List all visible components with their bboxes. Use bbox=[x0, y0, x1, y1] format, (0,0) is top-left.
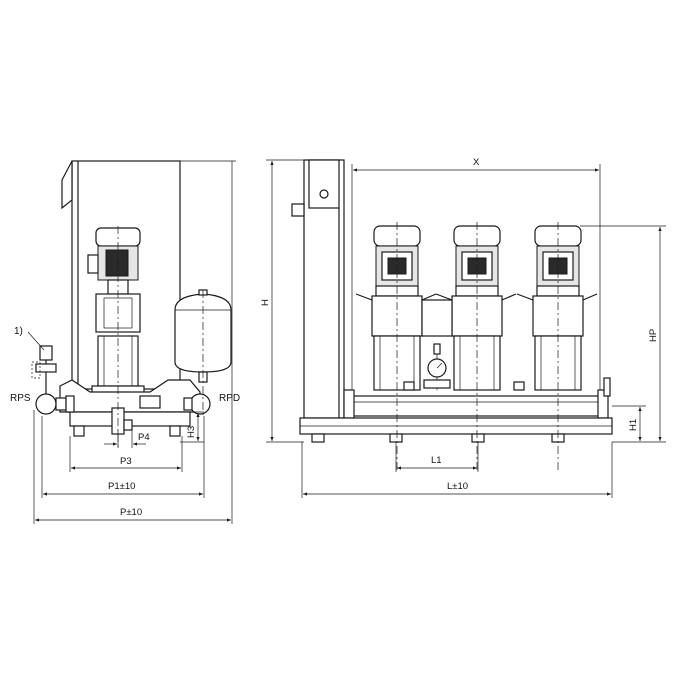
p1-label: P1±10 bbox=[108, 481, 135, 492]
dim-p1: P1±10 bbox=[41, 416, 205, 498]
gauge-front bbox=[403, 299, 525, 391]
pump-3-front bbox=[516, 222, 598, 470]
dim-h3: H3 bbox=[180, 411, 204, 443]
front-view: H X HP H1 L1 bbox=[260, 157, 666, 498]
p3-label: P3 bbox=[120, 456, 132, 467]
p4-label: P4 bbox=[138, 432, 150, 443]
dim-l: L±10 bbox=[301, 442, 613, 498]
dim-hp: HP bbox=[580, 225, 666, 443]
rps-label: RPS bbox=[10, 393, 31, 404]
rpd-label: RPD bbox=[219, 393, 240, 404]
l1-label: L1 bbox=[431, 455, 442, 466]
base-frame-front bbox=[299, 417, 613, 443]
dim-p: P±10 bbox=[33, 160, 236, 524]
hp-label: HP bbox=[648, 329, 659, 342]
control-cabinet-front bbox=[291, 159, 345, 419]
h-label: H bbox=[260, 299, 271, 306]
side-view: 1) RPS RPD H3 P4 P3 bbox=[10, 160, 240, 524]
h1-label: H1 bbox=[628, 419, 639, 431]
dim-h1: H1 bbox=[612, 405, 646, 441]
dim-x: X bbox=[351, 157, 601, 390]
h3-label: H3 bbox=[186, 426, 197, 438]
dim-h: H bbox=[260, 159, 304, 443]
dim-p4: P4 bbox=[104, 430, 150, 448]
note-1-label: 1) bbox=[14, 326, 23, 337]
dim-l1: L1 bbox=[395, 442, 479, 472]
dim-p3: P3 bbox=[69, 436, 183, 472]
l-label: L±10 bbox=[447, 481, 468, 492]
pump-1-front bbox=[355, 222, 437, 470]
pump-2-front bbox=[435, 222, 517, 470]
x-label: X bbox=[473, 157, 480, 168]
p-label: P±10 bbox=[120, 507, 142, 518]
pressure-switch-option bbox=[31, 345, 57, 394]
manifold-side bbox=[35, 379, 211, 437]
expansion-vessel-side bbox=[174, 289, 232, 383]
